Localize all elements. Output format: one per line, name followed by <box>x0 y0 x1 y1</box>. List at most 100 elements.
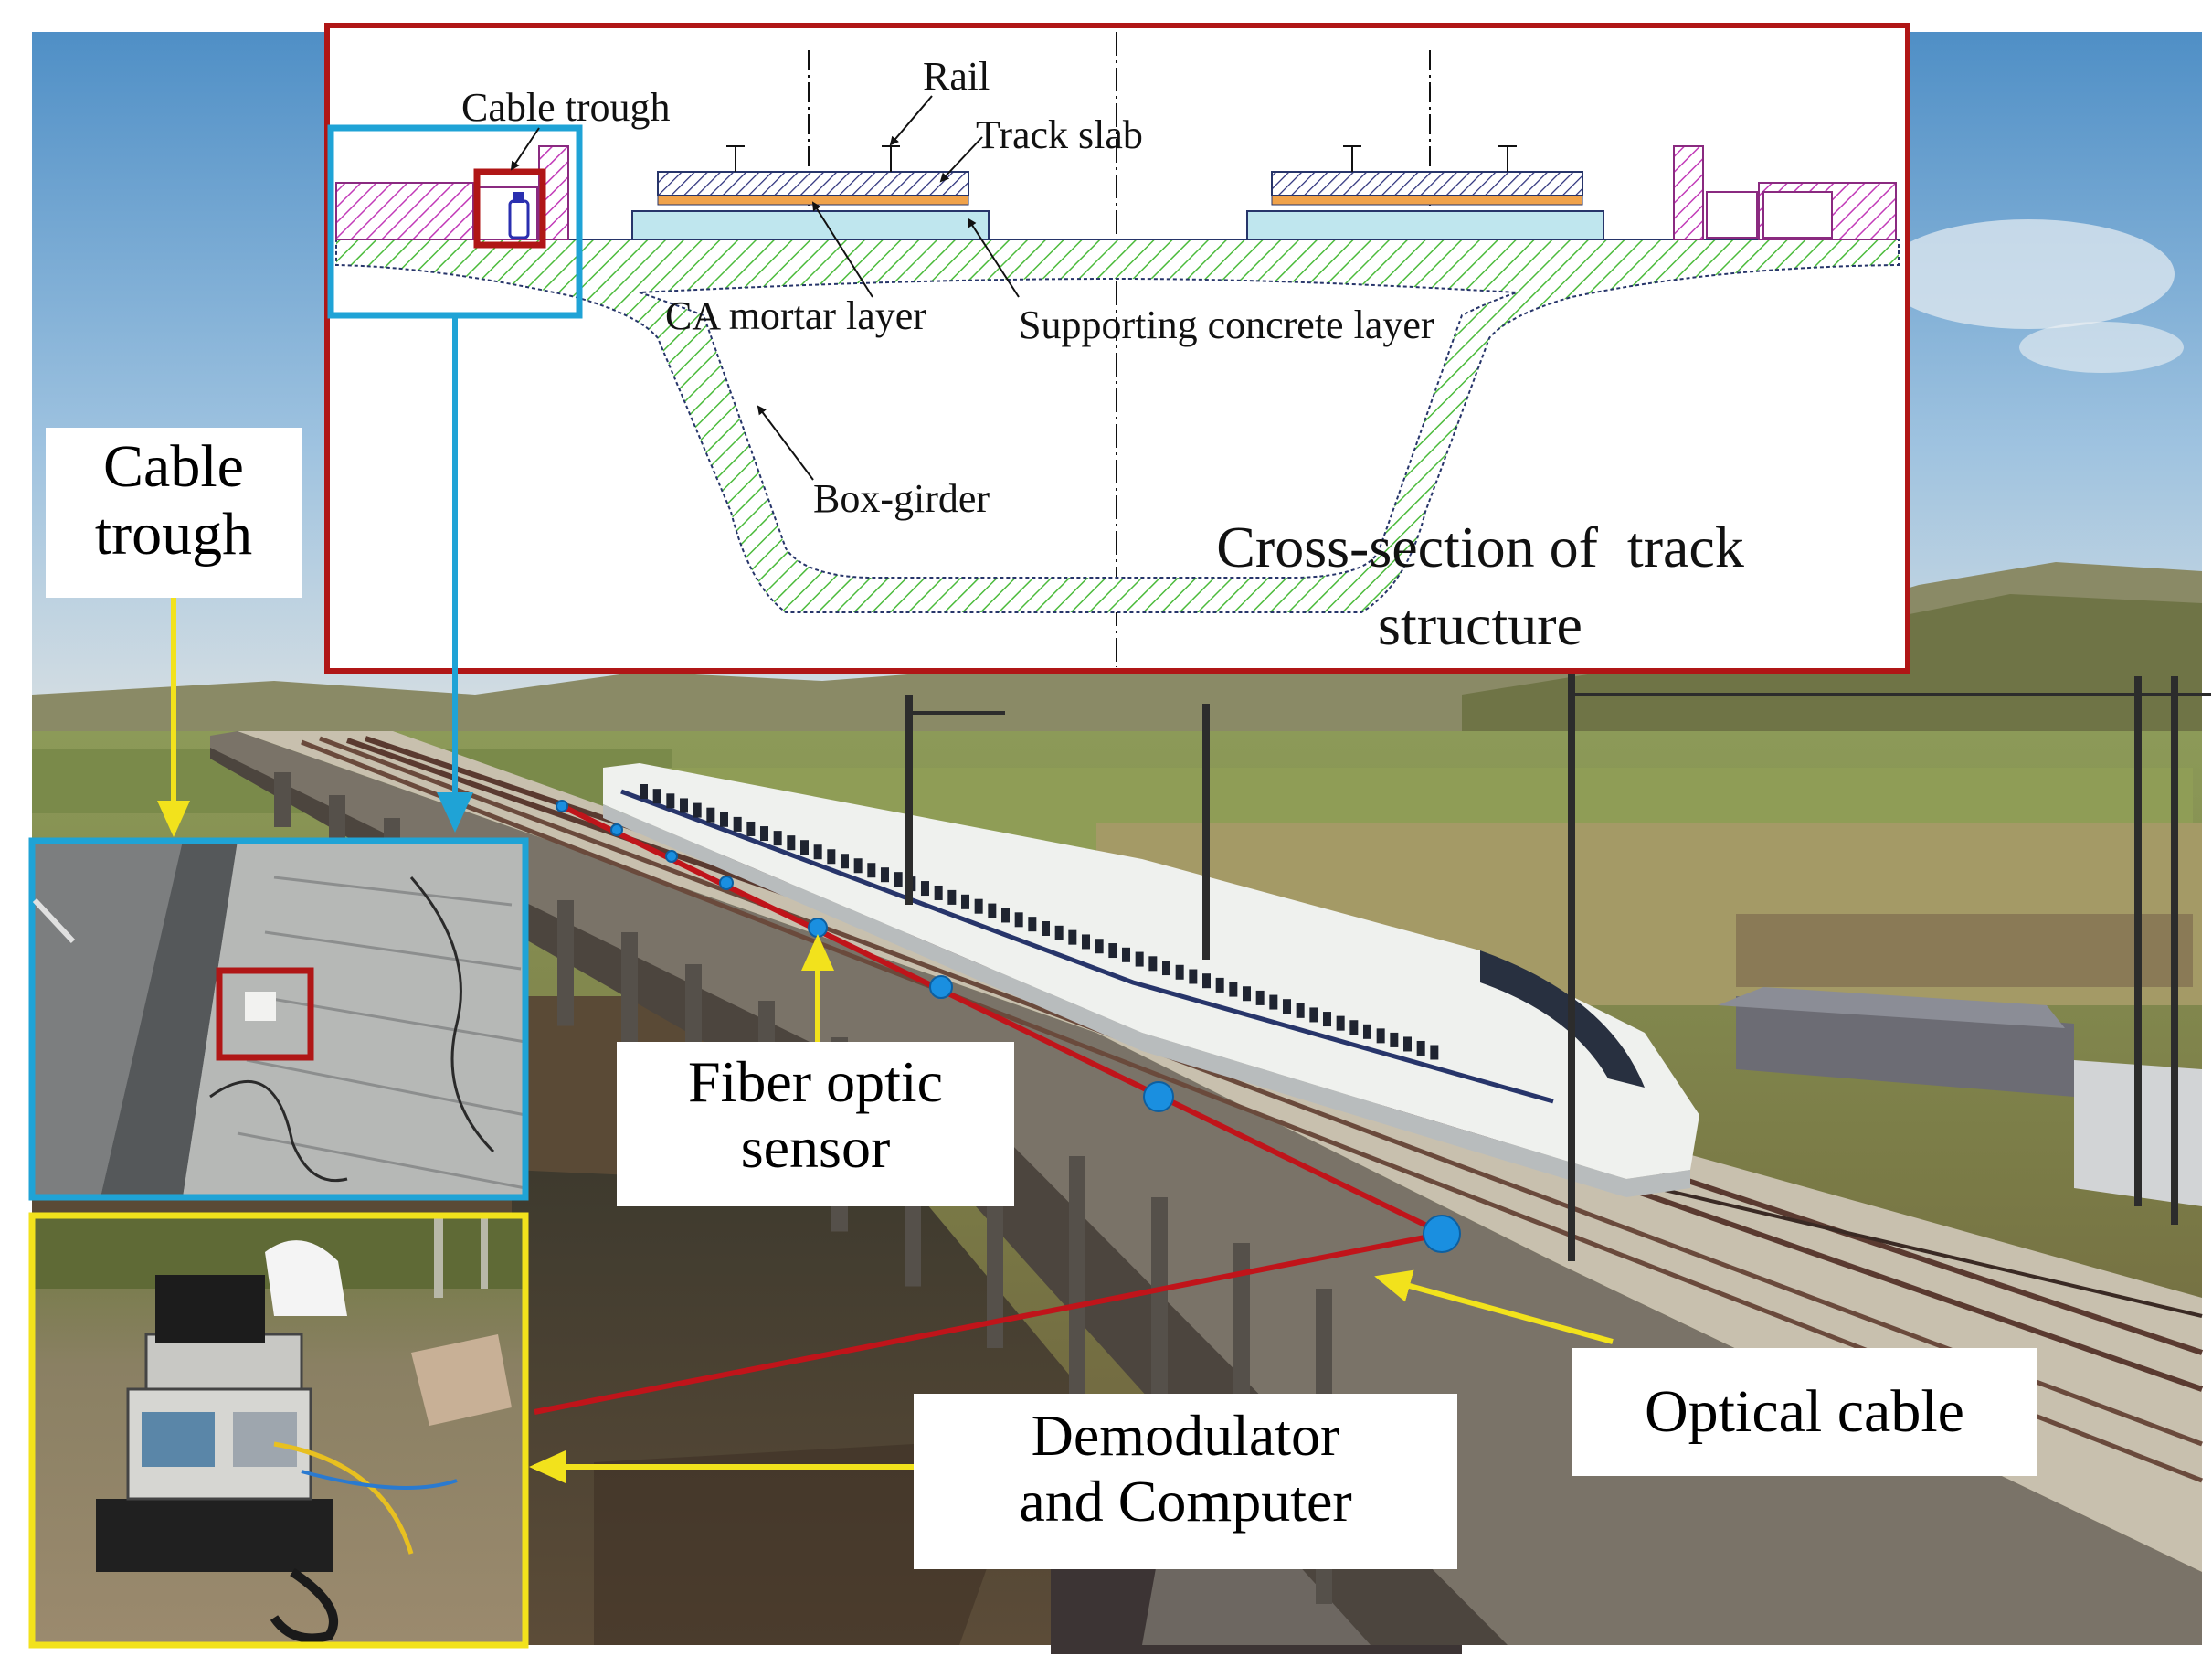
train-window <box>680 798 688 813</box>
viaduct-pier <box>621 932 638 1074</box>
train-window <box>1283 999 1291 1014</box>
sensor-dot <box>1143 1081 1174 1112</box>
train-window <box>1269 994 1278 1010</box>
train <box>603 763 1699 1197</box>
label-ca-mortar-layer: CA mortar layer <box>665 293 926 338</box>
train-window <box>1095 939 1104 954</box>
demodulator-photo-inset <box>28 1212 529 1649</box>
train-window <box>1363 1024 1371 1039</box>
train-window <box>787 835 796 851</box>
sensor-dot <box>610 823 623 836</box>
train-window <box>813 844 822 860</box>
train-window <box>1135 951 1144 967</box>
callout-fiber-sensor-line1: Fiber optic <box>687 1049 944 1114</box>
train-window <box>1028 917 1037 932</box>
train-window <box>706 807 715 823</box>
viaduct-pier <box>1069 1156 1085 1410</box>
train-window <box>720 812 728 827</box>
box-girder-shape <box>335 239 1900 613</box>
train-window <box>652 789 661 804</box>
callout-demodulator-line2: and Computer <box>1019 1468 1352 1534</box>
train-window <box>1349 1020 1359 1035</box>
train-window <box>961 894 969 909</box>
label-supporting-concrete-layer: Supporting concrete layer <box>1019 303 1434 347</box>
train-window <box>1376 1028 1385 1044</box>
train-windows <box>640 784 1439 1060</box>
optical-cable-overlay <box>534 803 1445 1415</box>
cross-section-title-line2: structure <box>1378 592 1582 657</box>
train-window <box>640 784 648 799</box>
train-window <box>881 867 889 883</box>
train-window <box>1309 1007 1318 1023</box>
train-window <box>666 793 675 809</box>
cross-section-title-line1: Cross-section of track <box>1216 515 1744 579</box>
sensor-dot <box>556 800 568 812</box>
callout-fiber-sensor-line2: sensor <box>740 1114 891 1180</box>
train-window <box>827 849 836 865</box>
train-window <box>800 840 809 855</box>
label-rail: Rail <box>923 54 990 99</box>
train-window <box>1390 1032 1399 1047</box>
callout-demodulator-line1: Demodulator <box>1031 1403 1340 1468</box>
train-window <box>760 826 768 842</box>
cross-section-panel: Cable trough Rail Track slab CA mortar l… <box>324 23 1910 674</box>
callout-optical-cable-text: Optical cable <box>1645 1378 1964 1445</box>
callout-fiber-optic-sensor: Fiber optic sensor <box>617 1042 1014 1206</box>
callout-cable-trough-line2: trough <box>94 500 253 568</box>
callout-cable-trough-line1: Cable <box>103 433 244 500</box>
sensor-dot <box>808 918 828 938</box>
viaduct-pier <box>274 772 291 827</box>
train-window <box>1042 921 1050 936</box>
label-track-slab: Track slab <box>976 112 1143 157</box>
train-window <box>853 858 863 874</box>
train-window <box>1162 961 1170 976</box>
train-window <box>1014 912 1023 928</box>
train-window <box>1122 947 1130 962</box>
train-window <box>1001 908 1010 923</box>
train-window <box>1430 1045 1439 1060</box>
train-window <box>1296 1003 1305 1018</box>
sensor-dot <box>1423 1215 1461 1253</box>
sensor-dot <box>665 850 678 863</box>
train-window <box>693 802 702 818</box>
catenary-poles <box>905 672 2211 1261</box>
train-window <box>1189 969 1198 984</box>
train-window <box>947 889 957 905</box>
fiber-optic-sensors <box>556 800 1461 1253</box>
train-window <box>1323 1012 1331 1027</box>
train-window <box>1229 982 1238 997</box>
train-window <box>1082 934 1090 950</box>
train-window <box>894 872 903 887</box>
callout-cable-trough: Cable trough <box>46 428 302 598</box>
train-window <box>1148 956 1158 972</box>
callout-optical-cable: Optical cable <box>1572 1348 2037 1476</box>
sensor-dot <box>929 975 953 999</box>
train-window <box>1175 964 1184 980</box>
train-window <box>1416 1040 1425 1056</box>
train-window <box>1255 990 1265 1005</box>
train-window <box>1202 973 1211 989</box>
train-window <box>921 881 929 897</box>
cable-trough-photo-inset <box>28 837 529 1201</box>
train-window <box>746 821 756 836</box>
train-window <box>1243 986 1251 1002</box>
viaduct-pier <box>557 900 574 1026</box>
callout-demodulator-computer: Demodulator and Computer <box>914 1394 1457 1569</box>
train-window <box>841 854 849 869</box>
label-cable-trough: Cable trough <box>461 85 671 130</box>
train-window <box>934 885 943 900</box>
train-window <box>974 898 983 914</box>
train-window <box>1068 929 1077 945</box>
sensor-dot <box>719 876 734 890</box>
train-window <box>773 831 782 846</box>
train-window <box>867 863 876 878</box>
train-window <box>1108 943 1117 959</box>
train-window <box>1403 1036 1412 1052</box>
train-window <box>733 816 742 832</box>
train-window <box>1054 925 1064 940</box>
yellow-arrow-optical-cable <box>1374 1269 1614 1344</box>
train-window <box>1336 1015 1345 1031</box>
train-window <box>1215 977 1224 993</box>
